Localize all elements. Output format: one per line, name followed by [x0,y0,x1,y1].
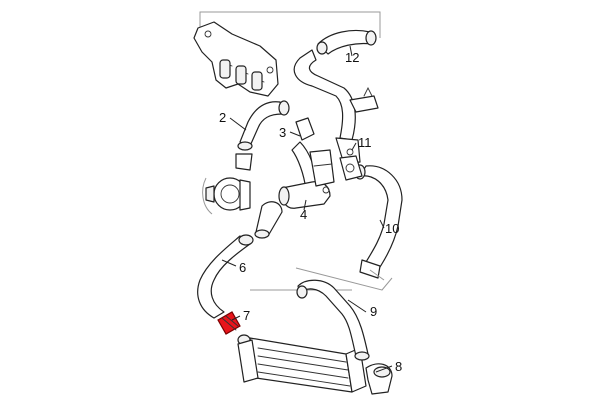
callout-6: 6 [239,260,246,275]
callout-10: 10 [385,221,399,236]
intake-manifold [193,11,381,97]
part-11-connector [339,155,363,181]
callout-12: 12 [345,50,359,65]
callout-7: 7 [243,308,250,323]
callout-4: 4 [300,207,307,222]
part-8-intercooler [237,334,393,395]
callout-8: 8 [395,359,402,374]
callout-labels: 2 3 4 6 7 8 9 10 11 12 [219,50,402,374]
part-6-hose [197,201,283,319]
callout-9: 9 [370,304,377,319]
throttle-body [202,177,251,215]
callout-3: 3 [279,125,286,140]
leader-lines [221,45,393,373]
callout-2: 2 [219,110,226,125]
part-2-hose [235,100,290,171]
part-7-highlighted-coupler [217,311,241,335]
part-4-elbow [278,149,335,209]
part-9-hose [250,279,370,361]
callout-11: 11 [358,135,372,150]
